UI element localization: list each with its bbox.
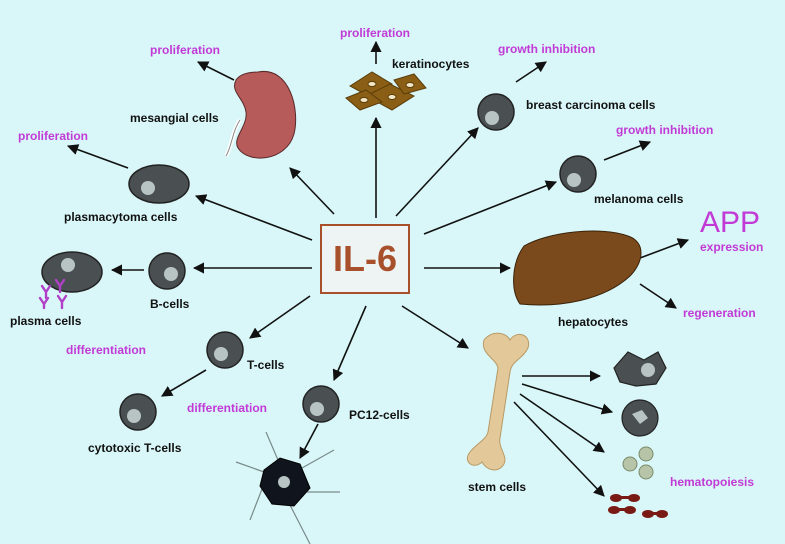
label-stem-cells: stem cells [468,480,527,494]
effect-regeneration: regeneration [683,306,756,320]
label-pc12-cells: PC12-cells [349,408,410,422]
pc12-cell-icon [302,385,340,423]
secondary-arrows [66,40,690,497]
red-blood-cells-icon [608,494,668,518]
label-hepatocytes: hepatocytes [558,315,629,329]
cells [38,93,597,431]
arrow-liver-regen [639,283,677,309]
platelets-icon [622,446,654,480]
il6-arrows [192,116,558,382]
label-plasmacytoma: plasmacytoma cells [64,210,178,224]
macrophage-icon [613,351,667,387]
arrow-mesangial-prolif [196,61,235,81]
arrow-plasmacytoma-prolif [66,144,129,169]
label-breast-carcinoma: breast carcinoma cells [526,98,656,112]
melanoma-cell-icon [559,155,597,193]
keratinocytes-icon [345,71,427,111]
label-keratinocytes: keratinocytes [392,57,470,71]
arrow-to-plasmacytoma [194,194,313,241]
t-cell-icon [206,331,244,369]
label-mesangial: mesangial cells [130,111,219,125]
effect-breast-growth-inhibition: growth inhibition [498,42,596,56]
cytotoxic-t-cell-icon [119,393,157,431]
arrow-to-melanoma [423,180,558,235]
breast-carcinoma-cell-icon [477,93,515,131]
arrow-t-to-cytotoxic [161,369,207,397]
arrow-to-mesangial [289,167,335,215]
arrow-to-stemcells [401,305,469,349]
kidney-icon [224,71,297,159]
effect-app-expression: expression [700,240,764,254]
effect-plasmacytoma-proliferation: proliferation [18,129,89,143]
arrow-stem-3 [519,393,605,453]
label-plasma-cells: plasma cells [10,314,82,328]
effect-hematopoiesis: hematopoiesis [670,475,755,489]
label-melanoma: melanoma cells [594,192,684,206]
effect-keratinocytes-proliferation: proliferation [340,26,411,40]
arrow-stem-4 [513,401,605,497]
label-b-cells: B-cells [150,297,190,311]
arrow-pc12-neuron [299,423,319,459]
arrow-melanoma-inhib [603,140,652,161]
arrow-to-breast [395,127,479,217]
antibody-icons [38,278,68,310]
granulocyte-icon [621,399,659,437]
b-cell-icon [148,252,186,290]
effect-melanoma-growth-inhibition: growth inhibition [616,123,714,137]
arrow-stem-2 [521,383,614,415]
il6-center-box: IL-6 [320,224,410,294]
effect-t-differentiation: differentiation [187,401,267,415]
label-cytotoxic-t-cells: cytotoxic T-cells [88,441,182,455]
neuron-icon [235,431,340,544]
arrow-liver-app [639,238,690,259]
label-t-cells: T-cells [247,358,285,372]
effect-mesangial-proliferation: proliferation [150,43,221,57]
effect-app: APP [700,206,761,239]
arrow-to-tcells [249,295,311,339]
arrow-breast-inhib [515,61,547,83]
effect-b-differentiation: differentiation [66,343,146,357]
arrow-to-pc12 [332,305,367,382]
liver-icon [513,230,642,306]
plasmacytoma-cell-icon [128,164,190,204]
bone-icon [466,332,530,471]
